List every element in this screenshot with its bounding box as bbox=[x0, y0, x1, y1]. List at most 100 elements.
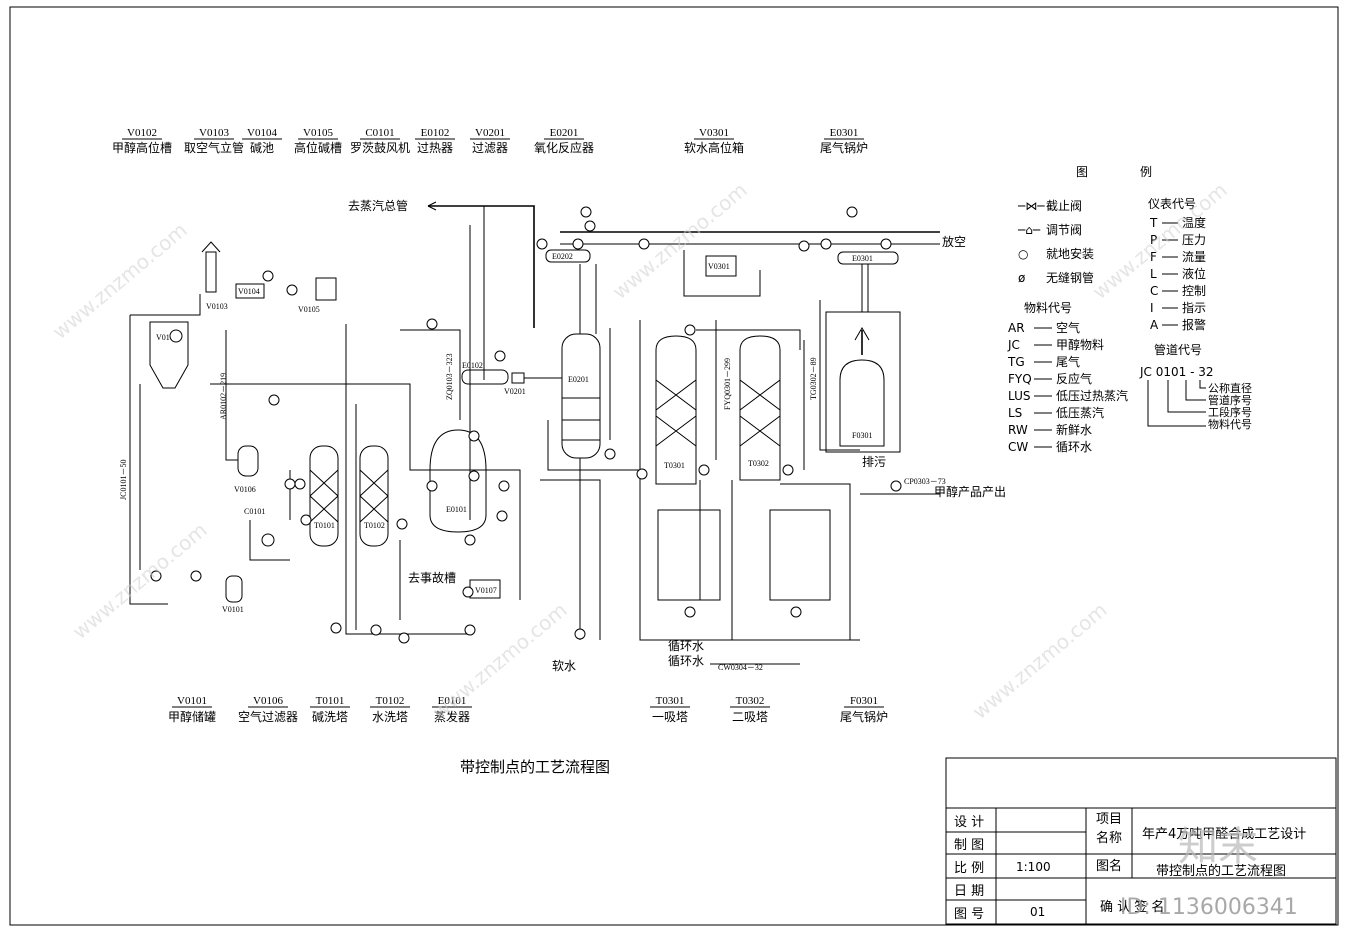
bottom-label-code: V0106 bbox=[253, 695, 283, 707]
top-equipment-labels: V0102甲醇高位槽V0103取空气立管V0104碱池V0105高位碱槽C010… bbox=[112, 127, 868, 155]
top-label-name: 甲醇高位槽 bbox=[112, 140, 172, 155]
legend-instrument-title: 仪表代号 bbox=[1148, 197, 1196, 211]
top-label-code: E0301 bbox=[830, 127, 859, 139]
bottom-label-code: T0102 bbox=[376, 695, 405, 707]
top-label-code: C0101 bbox=[365, 127, 394, 139]
instrument-bubble bbox=[496, 510, 508, 522]
bottom-label-code: T0101 bbox=[316, 695, 345, 707]
svg-text:V0107: V0107 bbox=[475, 586, 497, 595]
equipment-e0201: E0201 bbox=[561, 333, 601, 459]
svg-text:V0201: V0201 bbox=[504, 387, 526, 396]
pipe-label-tg0302: TG0302－89 bbox=[809, 357, 818, 400]
legend-pipe-part: 工段序号 bbox=[1208, 405, 1252, 419]
legend-material-code: CW bbox=[1008, 440, 1028, 454]
pipe-labels: JC0101－50 AR0102－219 ZQ0103－323 FYQ0301－… bbox=[119, 353, 946, 672]
pipe-label-ar0102: AR0102－219 bbox=[219, 373, 228, 420]
legend-symbol-glyph: ─⌂─ bbox=[1017, 223, 1041, 237]
tb-project-value: 年产4万吨甲醛合成工艺设计 bbox=[1142, 826, 1306, 842]
legend-symbol-glyph: ─⋈─ bbox=[1017, 199, 1045, 213]
instrument-bubble bbox=[580, 206, 592, 218]
instrument-bubble bbox=[584, 220, 596, 232]
equipment-t0301: T0301 bbox=[655, 335, 697, 485]
bottom-label-code: F0301 bbox=[850, 695, 878, 707]
equipment-v0107: V0107 bbox=[469, 579, 501, 599]
flow-text-soft-water: 软水 bbox=[552, 659, 576, 673]
title-block: 设 计 制 图 比 例 1:100 日 期 图 号 01 项目 名称 年产4万吨… bbox=[945, 757, 1337, 925]
instrument-bubble bbox=[286, 284, 298, 296]
instrument-bubble bbox=[698, 464, 710, 476]
bottom-label-name: 二吸塔 bbox=[732, 710, 768, 724]
legend-material-title: 物料代号 bbox=[1024, 301, 1072, 315]
legend-symbol-label: 就地安装 bbox=[1046, 246, 1094, 261]
equipment-e0301: E0301 bbox=[837, 251, 899, 265]
equipment-e0102: E0102 bbox=[461, 361, 509, 385]
legend-material-code: RW bbox=[1008, 423, 1028, 437]
instrument-bubble bbox=[846, 206, 858, 218]
instrument-bubble bbox=[684, 324, 696, 336]
pipe-label-jc0101: JC0101－50 bbox=[119, 460, 128, 500]
instrument-bubble bbox=[890, 480, 902, 492]
legend-instrument-label: 液位 bbox=[1182, 266, 1206, 281]
svg-text:V0104: V0104 bbox=[238, 287, 260, 296]
legend-material-label: 空气 bbox=[1056, 320, 1080, 335]
svg-text:E0101: E0101 bbox=[446, 505, 467, 514]
flow-text-accident-tank: 去事故槽 bbox=[408, 570, 456, 585]
svg-text:E0102: E0102 bbox=[462, 361, 483, 370]
equipment-t0302: T0302 bbox=[739, 335, 781, 481]
instrument-bubble bbox=[150, 570, 162, 582]
instrument-bubble bbox=[536, 238, 548, 250]
instrument-bubble bbox=[300, 514, 312, 526]
legend-symbol-label: 调节阀 bbox=[1046, 223, 1082, 237]
svg-text:E0201: E0201 bbox=[568, 375, 589, 384]
legend-pipe-code-title: 管道代号 bbox=[1154, 342, 1202, 357]
legend-instrument-code: I bbox=[1150, 301, 1154, 315]
top-label-code: E0201 bbox=[550, 127, 579, 139]
instrument-bubble bbox=[294, 478, 306, 490]
instrument-bubble bbox=[268, 394, 280, 406]
equipment-e0202: E0202 bbox=[545, 249, 591, 263]
legend-pipe-part: 物料代号 bbox=[1208, 417, 1252, 431]
top-label-name: 过热器 bbox=[417, 141, 453, 155]
flow-text-drain: 排污 bbox=[862, 455, 886, 469]
flow-text-cw-2: 循环水 bbox=[668, 654, 704, 668]
svg-text:V0103: V0103 bbox=[206, 302, 228, 311]
equipment-f0301: F0301 bbox=[825, 311, 901, 453]
svg-text:C0101: C0101 bbox=[244, 507, 265, 516]
legend-instrument-code: A bbox=[1150, 318, 1159, 332]
instrument-bubble bbox=[684, 606, 696, 618]
tb-project-label-1: 项目 bbox=[1096, 812, 1122, 827]
svg-text:T0301: T0301 bbox=[664, 461, 685, 470]
tb-sheet-value: 01 bbox=[1030, 905, 1045, 919]
bottom-label-name: 蒸发器 bbox=[434, 709, 470, 724]
instrument-bubble bbox=[790, 606, 802, 618]
legend-symbol-glyph: ○ bbox=[1018, 247, 1028, 261]
instrument-bubbles bbox=[150, 206, 902, 644]
tb-draw-label: 制 图 bbox=[954, 838, 984, 853]
tb-drawing-name-value: 带控制点的工艺流程图 bbox=[1156, 863, 1286, 879]
svg-text:V0301: V0301 bbox=[708, 262, 730, 271]
instrument-bubble bbox=[820, 238, 832, 250]
bottom-label-name: 碱洗塔 bbox=[312, 710, 348, 724]
equipment-t0102: T0102 bbox=[359, 445, 389, 547]
top-label-code: V0102 bbox=[127, 127, 157, 139]
instrument-bubble bbox=[468, 430, 480, 442]
bottom-label-code: T0301 bbox=[656, 695, 685, 707]
legend-symbol-label: 无缝钢管 bbox=[1046, 270, 1094, 285]
top-label-name: 氧化反应器 bbox=[534, 140, 594, 155]
flow-texts: 去蒸汽总管 放空 排污 去事故槽 软水 甲醇产品产出 循环水 循环水 bbox=[348, 198, 1006, 673]
bottom-label-code: E0101 bbox=[438, 695, 467, 707]
instrument-bubble bbox=[604, 448, 616, 460]
instrument-bubble bbox=[468, 470, 480, 482]
legend-material-label: 低压蒸汽 bbox=[1056, 405, 1104, 420]
top-label-code: V0104 bbox=[247, 127, 277, 139]
svg-text:T0102: T0102 bbox=[364, 521, 385, 530]
equipment-v0102: V0102 bbox=[149, 321, 189, 389]
legend-material-label: 反应气 bbox=[1056, 371, 1092, 386]
instrument-bubble bbox=[494, 350, 506, 362]
top-label-name: 取空气立管 bbox=[184, 140, 244, 155]
watermark-brand: 知末 bbox=[1178, 824, 1258, 870]
equipment-v0301: V0301 bbox=[705, 255, 737, 277]
svg-text:E0301: E0301 bbox=[852, 254, 873, 263]
legend-title-right: 例 bbox=[1140, 165, 1152, 179]
bottom-label-name: 水洗塔 bbox=[372, 710, 408, 724]
